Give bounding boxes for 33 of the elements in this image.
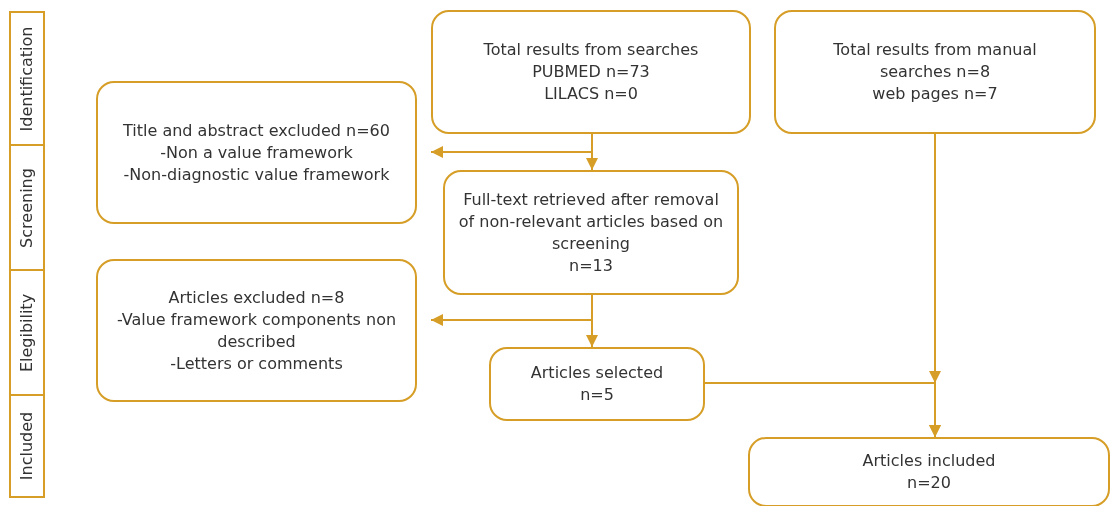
box-text: Articles excluded n=8	[168, 286, 345, 309]
stage-label: Identification	[16, 26, 37, 131]
box-text: LILACS n=0	[544, 83, 638, 105]
process-box	[431, 10, 751, 134]
box-text: n=5	[580, 384, 614, 406]
process-box	[96, 81, 417, 224]
stage-box	[9, 11, 45, 146]
process-box	[748, 437, 1110, 506]
box-text: -Non-diagnostic value framework	[123, 163, 390, 186]
process-box	[443, 170, 739, 295]
box-text: Total results from searches	[483, 39, 699, 61]
stage-label: Included	[16, 411, 37, 481]
box-text: -Non a value framework	[160, 141, 353, 164]
box-text: -Value framework components non described	[115, 308, 398, 353]
arrow	[430, 133, 593, 158]
arrow	[430, 294, 593, 326]
box-text: n=13	[569, 254, 613, 277]
stage-label: Screening	[16, 167, 37, 248]
box-text: Title and abstract excluded n=60	[123, 119, 390, 142]
box-text: PUBMED n=73	[532, 61, 650, 83]
stage-box	[9, 144, 45, 271]
process-box	[96, 259, 417, 402]
process-box	[489, 347, 705, 421]
arrow	[704, 382, 941, 438]
box-text: Articles included	[862, 450, 996, 472]
process-box	[774, 10, 1096, 134]
box-text: web pages n=7	[872, 83, 998, 105]
box-text: -Letters or comments	[170, 352, 343, 375]
stage-label: Elegibility	[16, 293, 37, 372]
stage-box	[9, 269, 45, 396]
stage-box	[9, 394, 45, 498]
box-text: n=20	[907, 472, 951, 494]
box-text: Articles selected	[530, 362, 664, 384]
